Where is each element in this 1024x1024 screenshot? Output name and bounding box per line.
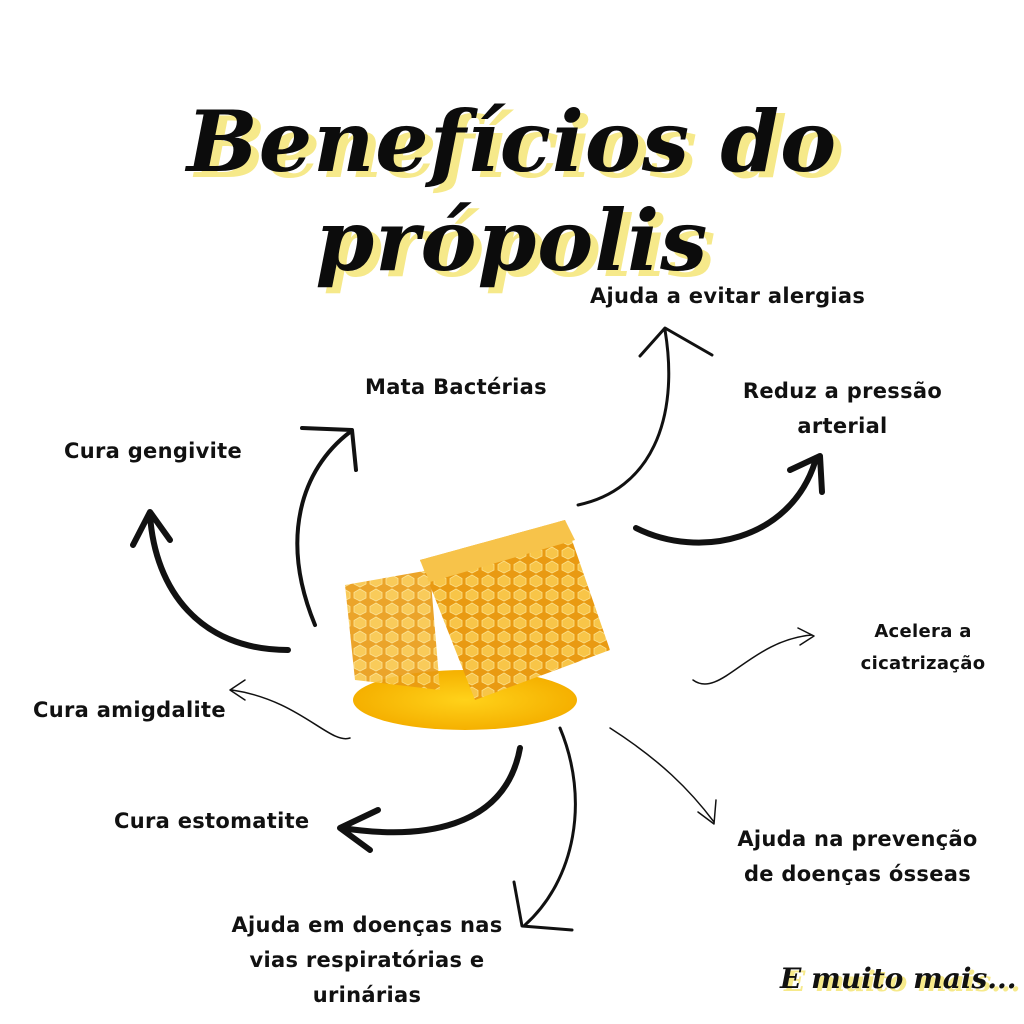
label-respiratorias: Ajuda em doenças nas vias respiratórias … [222, 908, 512, 1013]
arrow-amigdalite [229, 679, 351, 740]
arrow-estomatite [337, 745, 523, 853]
label-respiratorias-line1: Ajuda em doenças nas [231, 913, 503, 937]
arrow-bacterias [295, 426, 358, 627]
label-cicatrizacao-line1: Acelera a [874, 621, 972, 642]
footer-text: E muito mais... [780, 962, 1017, 995]
label-respiratorias-line2: vias respiratórias e [249, 948, 485, 972]
label-pressao-line1: Reduz a pressão [742, 379, 943, 403]
label-estomatite: Cura estomatite [114, 809, 310, 833]
label-amigdalite: Cura amigdalite [33, 698, 226, 722]
label-pressao: Reduz a pressão arterial [735, 374, 950, 444]
label-ossea: Ajuda na prevenção de doenças ósseas [730, 822, 985, 892]
page-title: Benefícios do própolis [186, 92, 838, 290]
honeycomb-image [345, 520, 610, 730]
label-cicatrizacao: Acelera a cicatrização [848, 616, 998, 680]
label-bacterias: Mata Bactérias [365, 375, 547, 399]
label-alergias: Ajuda a evitar alergias [590, 284, 866, 308]
label-pressao-line2: arterial [797, 414, 888, 438]
arrow-ossea [609, 727, 717, 825]
label-cicatrizacao-line2: cicatrização [860, 653, 986, 674]
arrow-alergias [576, 326, 714, 507]
label-ossea-line1: Ajuda na prevenção [737, 827, 978, 851]
arrow-respiratorias [512, 726, 577, 932]
arrow-cicatrizacao [692, 627, 815, 685]
label-gengivite: Cura gengivite [64, 439, 243, 463]
label-respiratorias-line3: urinárias [312, 983, 422, 1007]
arrow-gengivite [130, 509, 291, 653]
label-ossea-line2: de doenças ósseas [743, 862, 972, 886]
arrow-pressao [633, 453, 825, 546]
